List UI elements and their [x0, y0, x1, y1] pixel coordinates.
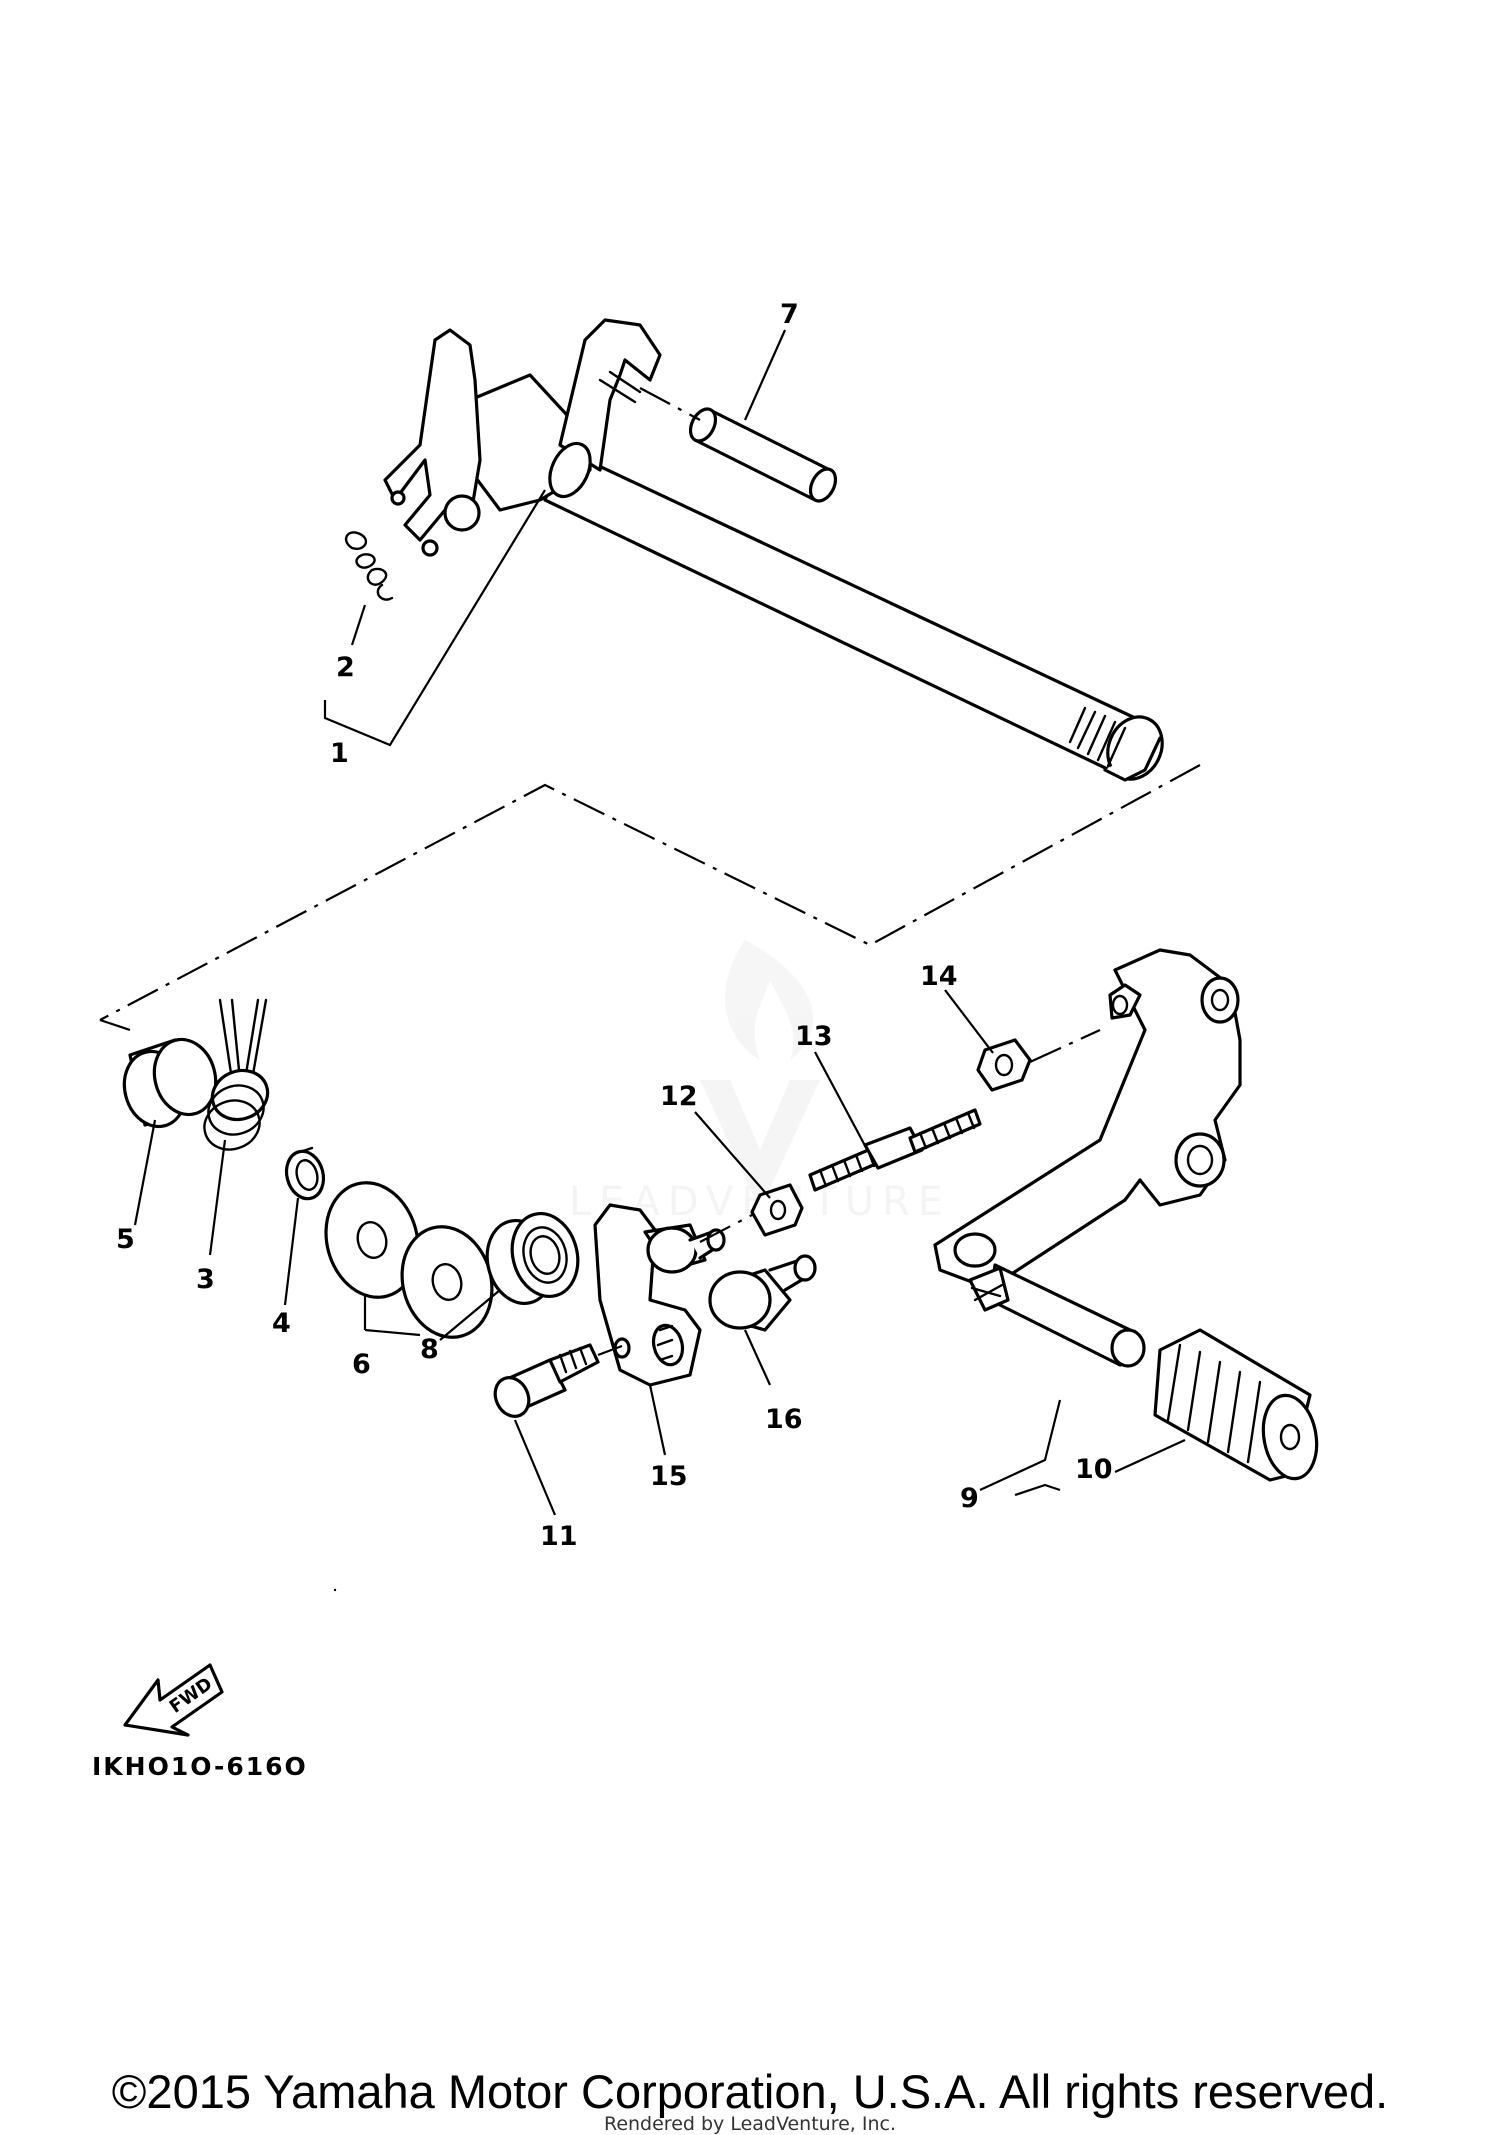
shift-hook-arm: [558, 318, 662, 472]
pawl-roller: [443, 494, 481, 532]
drawing-code: IKHO1O-616O: [92, 1752, 308, 1781]
callout-4: 4: [272, 1308, 291, 1339]
leader-12: [694, 1111, 771, 1199]
nut-14: [976, 1038, 1032, 1092]
shift-arm-15: [593, 1203, 726, 1387]
shift-pawl: [383, 328, 482, 542]
callout-14: 14: [920, 961, 958, 992]
callout-1: 1: [330, 738, 349, 769]
fwd-arrow-icon: FWD: [123, 1663, 224, 1737]
callout-13: 13: [795, 1021, 833, 1052]
callout-12: 12: [660, 1081, 698, 1112]
bearing-8: [485, 1211, 580, 1306]
leader-7: [743, 329, 787, 421]
leader-6: [363, 1295, 421, 1337]
leader-4: [283, 1197, 300, 1306]
leader-3: [208, 1139, 227, 1256]
circlip-4: [284, 1146, 326, 1201]
leader-1: [323, 489, 546, 747]
bolt-11: [493, 1343, 600, 1418]
spring-2: [344, 531, 394, 601]
shaft-spline-end: [1068, 706, 1164, 782]
group-bracket-line: [99, 764, 1201, 1021]
shift-pedal-9: [933, 948, 1242, 1368]
leader-10: [1114, 1438, 1186, 1474]
callout-7: 7: [780, 299, 799, 330]
leader-11: [513, 1419, 557, 1516]
leader-8: [439, 1289, 501, 1341]
callout-10: 10: [1075, 1454, 1113, 1485]
pin-dash-line: [639, 387, 701, 421]
leader-9: [979, 1399, 1062, 1491]
rendered-by-notice: Rendered by LeadVenture, Inc.: [603, 2113, 897, 2135]
washer-6a: [324, 1181, 420, 1299]
shift-shaft: [543, 448, 1152, 777]
callout-8: 8: [420, 1334, 439, 1365]
torsion-spring-3: [203, 998, 270, 1151]
callout-11: 11: [540, 1521, 578, 1552]
shift-shaft-assembly: [383, 318, 1164, 782]
pedal-rubber-10: [1153, 1328, 1319, 1482]
nut-12: [750, 1183, 804, 1237]
callout-3: 3: [196, 1264, 215, 1295]
callout-6: 6: [352, 1349, 371, 1380]
callout-2: 2: [336, 652, 355, 683]
callout-16: 16: [765, 1404, 803, 1435]
copyright-notice: ©2015 Yamaha Motor Corporation, U.S.A. A…: [111, 2065, 1389, 2118]
leader-16: [743, 1329, 772, 1386]
callout-15: 15: [650, 1461, 688, 1492]
leader-15: [648, 1384, 667, 1456]
joint-cover-16: [708, 1254, 817, 1332]
tie-rod-13: [808, 1108, 982, 1192]
leader-5: [133, 1119, 157, 1226]
collar-5: [122, 1037, 218, 1129]
dowel-pin-7: [688, 407, 838, 503]
callout-9: 9: [960, 1483, 979, 1514]
leadventure-watermark: LEADVENTURE: [569, 940, 943, 1225]
leader-13: [814, 1051, 871, 1156]
leader-2: [350, 604, 367, 646]
leader-14: [944, 989, 994, 1054]
callout-5: 5: [116, 1224, 135, 1255]
